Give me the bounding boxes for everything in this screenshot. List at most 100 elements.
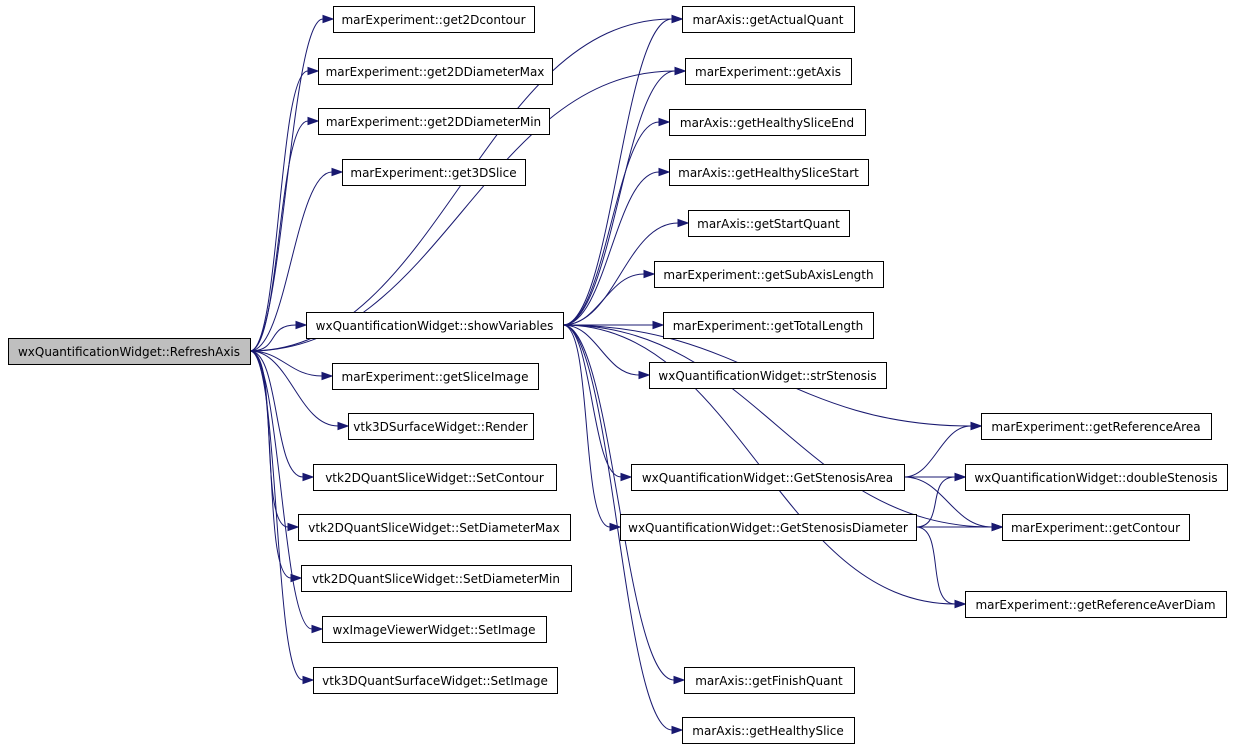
edge-arrowhead — [620, 472, 633, 482]
edge-line — [562, 324, 675, 681]
node-box — [682, 717, 855, 744]
node-box — [332, 363, 539, 390]
node-subaxislen[interactable]: marExperiment::getSubAxisLength — [654, 261, 884, 288]
node-box — [1002, 514, 1190, 541]
edge-line — [903, 476, 993, 528]
edge-refresh-to-get3dslice — [249, 167, 344, 352]
edge-arrowhead — [671, 14, 684, 24]
node-getsliceimage[interactable]: marExperiment::getSliceImage — [332, 363, 539, 390]
edge-line — [249, 70, 309, 352]
node-refarea[interactable]: marExperiment::getReferenceArea — [981, 413, 1212, 440]
node-label: marExperiment::getReferenceArea — [991, 420, 1200, 434]
edge-showvars-to-subaxislen — [562, 269, 656, 326]
node-box — [631, 464, 905, 491]
node-setcontour[interactable]: vtk2DQuantSliceWidget::SetContour — [313, 464, 557, 491]
edge-arrowhead — [337, 421, 350, 431]
edge-arrowhead — [643, 269, 656, 279]
node-showvars[interactable]: wxQuantificationWidget::showVariables — [306, 312, 564, 339]
node-hsend[interactable]: marAxis::getHealthySliceEnd — [669, 109, 866, 136]
node-render[interactable]: vtk3DSurfaceWidget::Render — [348, 413, 534, 440]
node-refaverdiam[interactable]: marExperiment::getReferenceAverDiam — [965, 591, 1227, 618]
edge-arrowhead — [307, 116, 320, 126]
edge-line — [249, 350, 323, 377]
node-box — [620, 514, 917, 541]
node-box — [682, 6, 855, 33]
edge-refresh-to-setdiammax — [249, 350, 300, 532]
node-refresh[interactable]: wxQuantificationWidget::RefreshAxis — [8, 338, 251, 365]
edge-arrowhead — [321, 371, 334, 381]
node-totallen[interactable]: marExperiment::getTotalLength — [663, 312, 874, 339]
node-stendiam[interactable]: wxQuantificationWidget::GetStenosisDiame… — [620, 514, 917, 541]
node-get2ddiammin[interactable]: marExperiment::get2DDiameterMin — [318, 108, 550, 135]
node-get2ddiammax[interactable]: marExperiment::get2DDiameterMax — [318, 58, 553, 85]
edge-line — [562, 18, 673, 326]
edge-line — [249, 350, 313, 630]
node-box — [685, 58, 852, 85]
node-getcontour[interactable]: marExperiment::getContour — [1002, 514, 1190, 541]
node-startquant[interactable]: marAxis::getStartQuant — [688, 210, 850, 237]
node-get3dslice[interactable]: marExperiment::get3DSlice — [342, 159, 526, 186]
node-label: vtk2DQuantSliceWidget::SetContour — [325, 471, 544, 485]
node-label: wxQuantificationWidget::GetStenosisDiame… — [628, 521, 908, 535]
edge-line — [915, 476, 956, 528]
node-label: vtk3DQuantSurfaceWidget::SetImage — [322, 674, 548, 688]
node-box — [318, 58, 553, 85]
node-label: marExperiment::getContour — [1011, 521, 1180, 535]
nodes-layer: wxQuantificationWidget::RefreshAxismarEx… — [8, 6, 1228, 744]
node-label: marExperiment::getSubAxisLength — [663, 268, 873, 282]
edge-line — [249, 350, 339, 427]
edge-arrowhead — [302, 472, 315, 482]
edge-arrowhead — [290, 573, 303, 583]
node-box — [306, 312, 564, 339]
edge-arrowhead — [307, 66, 320, 76]
edge-line — [249, 171, 333, 352]
edge-arrowhead — [954, 472, 967, 482]
node-label: marAxis::getStartQuant — [697, 217, 840, 231]
edge-arrowhead — [287, 522, 300, 532]
edge-refresh-to-wximg — [249, 350, 324, 634]
node-get2dcontour[interactable]: marExperiment::get2Dcontour — [333, 6, 535, 33]
node-stenarea[interactable]: wxQuantificationWidget::GetStenosisArea — [631, 464, 905, 491]
edge-stendiam-to-getcontour — [916, 522, 1004, 532]
node-healthyslice[interactable]: marAxis::getHealthySlice — [682, 717, 855, 744]
edge-showvars-to-healthyslice — [562, 324, 684, 735]
edge-refresh-to-get2ddiammax — [249, 66, 320, 352]
edge-line — [562, 324, 640, 376]
node-getaxis[interactable]: marExperiment::getAxis — [685, 58, 852, 85]
node-label: marExperiment::getSliceImage — [342, 370, 529, 384]
node-box — [342, 159, 526, 186]
node-hsstart[interactable]: marAxis::getHealthySliceStart — [669, 159, 869, 186]
edge-line — [249, 18, 324, 352]
node-finishquant[interactable]: marAxis::getFinishQuant — [684, 667, 855, 694]
edge-line — [562, 273, 645, 326]
node-label: vtk3DSurfaceWidget::Render — [353, 420, 527, 434]
edge-showvars-to-stenarea — [562, 324, 633, 482]
edge-refresh-to-render — [249, 350, 350, 431]
edge-refresh-to-setdiammin — [249, 350, 303, 583]
node-actualquant[interactable]: marAxis::getActualQuant — [682, 6, 855, 33]
edge-line — [249, 350, 304, 478]
edge-arrowhead — [302, 675, 315, 685]
edge-line — [562, 324, 622, 478]
edge-arrowhead — [658, 117, 671, 127]
edge-arrowhead — [674, 66, 687, 76]
edge-line — [903, 425, 972, 478]
edge-showvars-to-actualquant — [562, 14, 684, 326]
node-strsten[interactable]: wxQuantificationWidget::strStenosis — [649, 362, 887, 389]
node-label: marExperiment::get2DDiameterMax — [326, 65, 545, 79]
node-doublesten[interactable]: wxQuantificationWidget::doubleStenosis — [965, 464, 1228, 491]
node-box — [322, 616, 547, 643]
edge-arrowhead — [671, 725, 684, 735]
node-label: wxQuantificationWidget::doubleStenosis — [974, 471, 1217, 485]
node-box — [298, 514, 571, 541]
node-box — [965, 464, 1228, 491]
node-box — [301, 565, 572, 592]
node-setdiammin[interactable]: vtk2DQuantSliceWidget::SetDiameterMin — [301, 565, 572, 592]
node-setdiammax[interactable]: vtk2DQuantSliceWidget::SetDiameterMax — [298, 514, 571, 541]
node-label: wxQuantificationWidget::showVariables — [316, 319, 554, 333]
node-wximg[interactable]: wxImageViewerWidget::SetImage — [322, 616, 547, 643]
node-vtk3dimg[interactable]: vtk3DQuantSurfaceWidget::SetImage — [313, 667, 558, 694]
edge-refresh-to-setcontour — [249, 350, 315, 482]
edge-refresh-to-showvars — [249, 320, 308, 352]
